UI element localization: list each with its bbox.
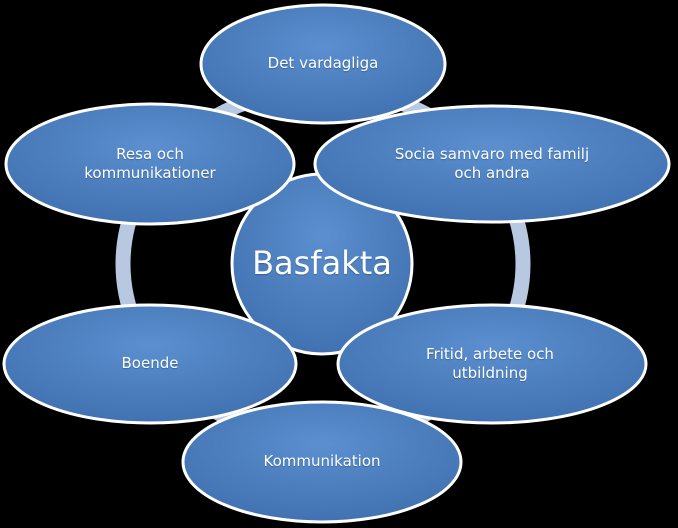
center-label: Basfakta xyxy=(252,244,392,283)
label-boende: Boende xyxy=(121,354,179,373)
label-kommunikation: Kommunikation xyxy=(263,452,381,471)
label-fritid: Fritid, arbete och utbildning xyxy=(426,344,554,383)
node-kommunikation xyxy=(181,400,463,524)
node-fritid xyxy=(336,303,648,425)
label-resa: Resa och kommunikationer xyxy=(84,144,216,183)
node-resa xyxy=(4,102,296,226)
label-det-vardagliga: Det vardagliga xyxy=(267,54,379,73)
node-socia-samvaro xyxy=(313,104,671,224)
node-det-vardagliga xyxy=(199,3,447,125)
label-socia-samvaro: Socia samvaro med familj och andra xyxy=(394,144,590,183)
node-boende xyxy=(2,303,298,425)
